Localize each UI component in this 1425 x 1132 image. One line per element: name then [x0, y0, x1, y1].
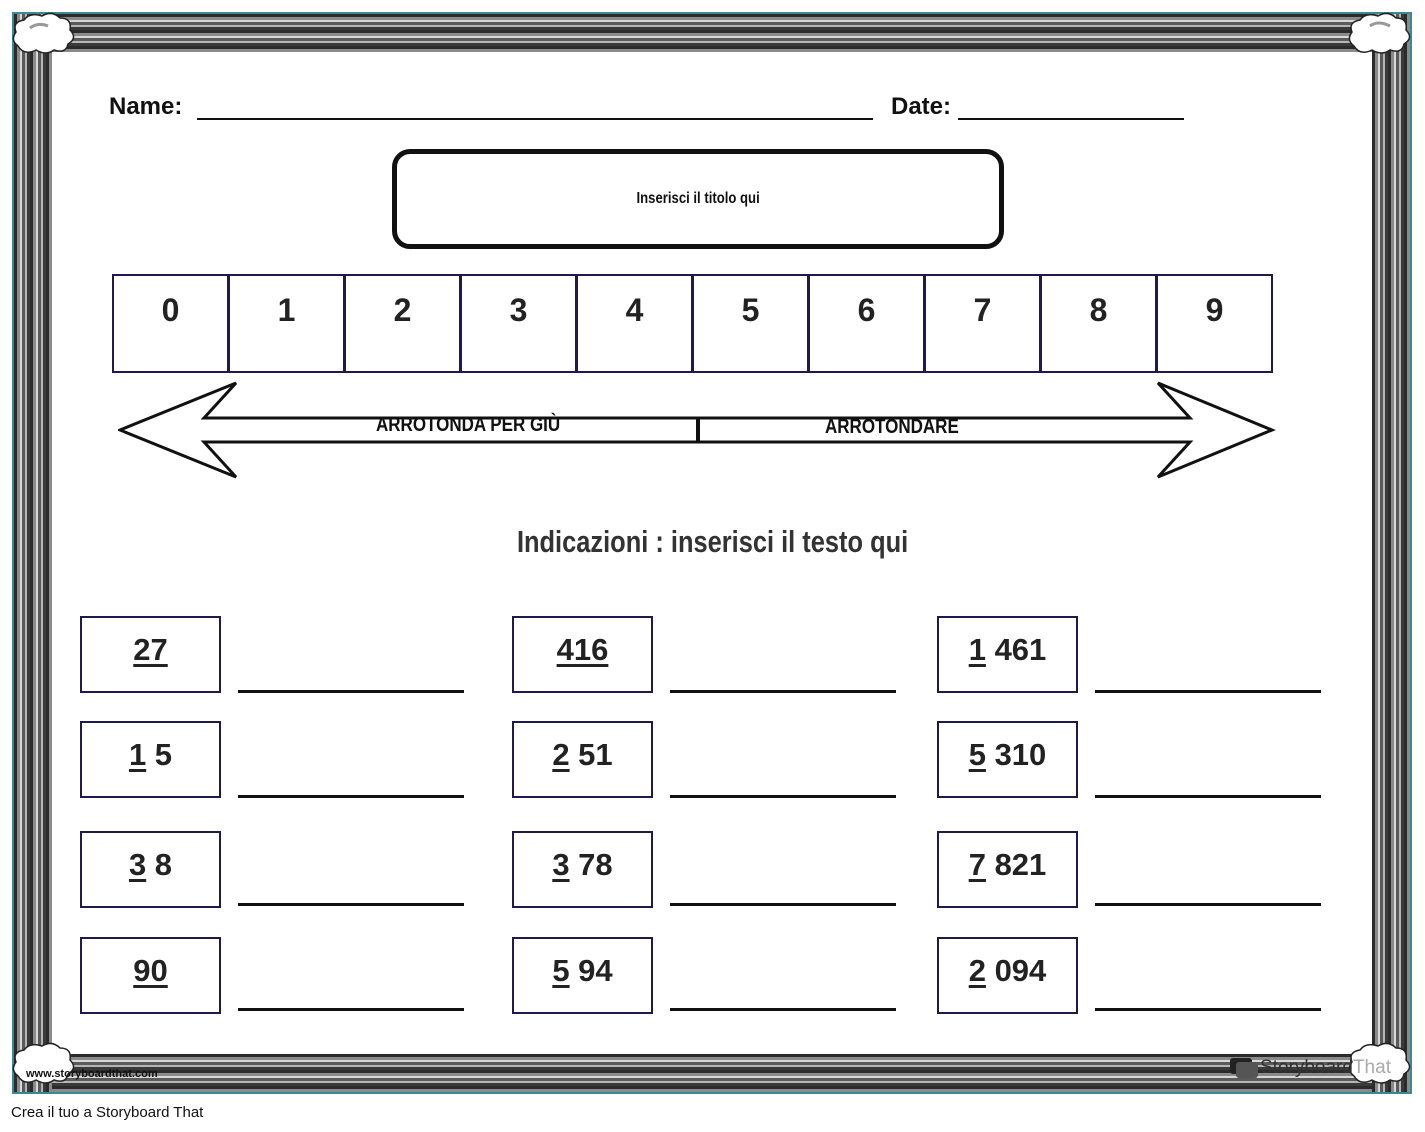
number-box: 3 8	[80, 831, 221, 908]
number-box: 90	[80, 937, 221, 1014]
number-box: 5 94	[512, 937, 653, 1014]
number-box: 5 310	[937, 721, 1078, 798]
date-field[interactable]	[958, 118, 1184, 120]
worksheet-body	[52, 52, 1372, 1054]
number-box: 416	[512, 616, 653, 693]
answer-line[interactable]	[670, 795, 896, 798]
digit-cell: 2	[344, 274, 461, 373]
answer-line[interactable]	[238, 795, 464, 798]
answer-line[interactable]	[1095, 1008, 1321, 1011]
digit-cell: 1	[228, 274, 345, 373]
footer-credit[interactable]: Crea il tuo a Storyboard That	[11, 1104, 204, 1121]
digit-cell: 8	[1040, 274, 1157, 373]
double-arrow-icon	[118, 381, 1276, 479]
digit-cell: 5	[692, 274, 809, 373]
storyboardthat-logo: StoryboardThat	[1228, 1056, 1391, 1080]
cloud-corner-icon	[1348, 12, 1411, 54]
answer-line[interactable]	[1095, 795, 1321, 798]
border-left	[14, 14, 52, 1092]
number-box: 2 094	[937, 937, 1078, 1014]
answer-line[interactable]	[1095, 690, 1321, 693]
number-box: 7 821	[937, 831, 1078, 908]
answer-line[interactable]	[1095, 903, 1321, 906]
border-bottom	[14, 1054, 1410, 1092]
title-box[interactable]: Inserisci il titolo qui	[392, 149, 1004, 249]
border-right	[1372, 14, 1410, 1092]
number-box: 3 78	[512, 831, 653, 908]
answer-line[interactable]	[238, 690, 464, 693]
digit-cell: 4	[576, 274, 693, 373]
answer-line[interactable]	[670, 903, 896, 906]
digit-cell: 6	[808, 274, 925, 373]
cloud-corner-icon	[1348, 1042, 1411, 1084]
number-box: 1 461	[937, 616, 1078, 693]
worksheet-sheet	[12, 12, 1412, 1094]
name-field[interactable]	[197, 118, 873, 120]
number-box: 27	[80, 616, 221, 693]
name-label: Name:	[109, 93, 183, 120]
directions-text: Indicazioni : inserisci il testo qui	[516, 524, 909, 559]
answer-line[interactable]	[670, 1008, 896, 1011]
round-down-label: ARROTONDA PER GIÙ	[376, 414, 561, 436]
border-top	[14, 14, 1410, 52]
digit-cell: 9	[1156, 274, 1273, 373]
cloud-corner-icon	[12, 1042, 75, 1084]
site-url[interactable]: www.storyboardthat.com	[26, 1068, 158, 1080]
answer-line[interactable]	[238, 1008, 464, 1011]
digit-cell: 7	[924, 274, 1041, 373]
digit-cell: 0	[112, 274, 229, 373]
speech-bubble-icon	[1230, 1058, 1258, 1078]
answer-line[interactable]	[238, 903, 464, 906]
place-value-digit-row: 0 1 2 3 4 5 6 7 8 9	[112, 274, 1273, 373]
number-box: 1 5	[80, 721, 221, 798]
title-placeholder: Inserisci il titolo qui	[636, 190, 760, 207]
number-box: 2 51	[512, 721, 653, 798]
answer-line[interactable]	[670, 690, 896, 693]
date-label: Date:	[891, 93, 952, 120]
digit-cell: 3	[460, 274, 577, 373]
cloud-corner-icon	[12, 12, 75, 54]
round-up-label: ARROTONDARE	[825, 416, 959, 438]
